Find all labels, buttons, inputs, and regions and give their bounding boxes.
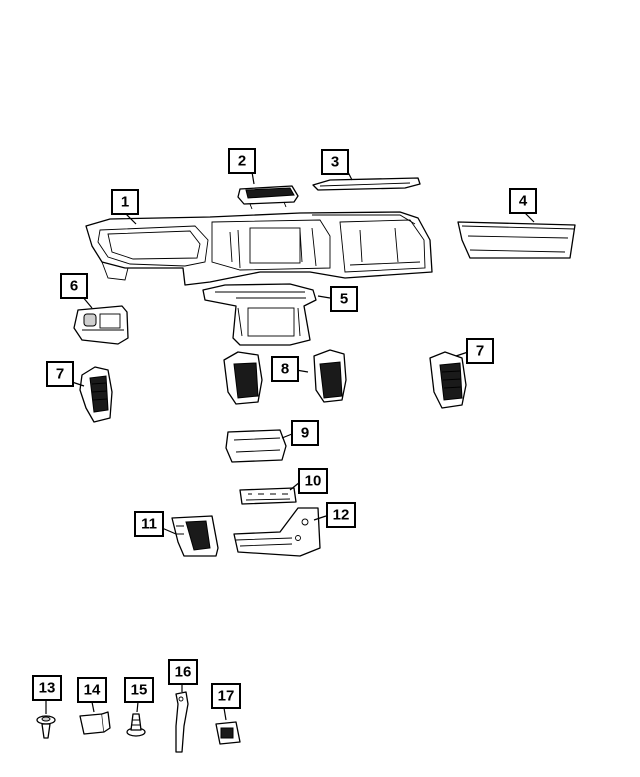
callout-15-label: 15 — [131, 682, 148, 699]
callout-13: 13 — [32, 675, 62, 701]
callout-7-left-label: 7 — [56, 366, 64, 383]
callout-11-label: 11 — [141, 516, 157, 533]
callout-12-label: 12 — [333, 507, 350, 524]
part-13-screw — [36, 715, 56, 739]
callout-17: 17 — [211, 683, 241, 709]
callout-3-label: 3 — [331, 154, 339, 171]
callout-6: 6 — [60, 273, 88, 299]
callout-9: 9 — [291, 420, 319, 446]
callout-1-label: 1 — [121, 194, 129, 211]
part-15-push-pin — [126, 713, 146, 737]
part-17-nut-clip — [215, 721, 241, 745]
callout-2-label: 2 — [238, 153, 246, 170]
part-6-switch-bezel — [73, 305, 129, 345]
callout-5-label: 5 — [340, 291, 348, 308]
callout-12: 12 — [326, 502, 356, 528]
part-16-strap — [175, 691, 189, 753]
callout-13-label: 13 — [39, 680, 56, 697]
callout-8: 8 — [271, 356, 299, 382]
part-7-right-air-vent — [429, 351, 467, 409]
callout-2: 2 — [228, 148, 256, 174]
part-11-lower-bezel — [171, 515, 219, 557]
part-4-glove-box — [457, 221, 576, 259]
callout-3: 3 — [321, 149, 349, 175]
leader-lines — [45, 171, 535, 721]
part-1-instrument-panel — [85, 211, 433, 286]
callout-15: 15 — [124, 677, 154, 703]
callout-1: 1 — [111, 189, 139, 215]
callout-8-label: 8 — [281, 361, 289, 378]
callout-7-left: 7 — [46, 361, 74, 387]
callout-7-right-label: 7 — [476, 343, 484, 360]
callout-7-right: 7 — [466, 338, 494, 364]
callout-14-label: 14 — [84, 682, 101, 699]
part-7-left-air-vent — [79, 366, 113, 423]
part-9-storage-bezel — [225, 429, 287, 463]
part-5-center-stack-bezel — [202, 283, 317, 346]
part-12-lower-center-trim — [233, 507, 321, 557]
callout-4-label: 4 — [519, 193, 528, 210]
part-14-clip — [79, 711, 111, 735]
callout-10-label: 10 — [305, 473, 322, 490]
part-2-defrost-grille — [237, 185, 299, 210]
callout-6-label: 6 — [70, 278, 78, 295]
callout-11: 11 — [134, 511, 164, 537]
callout-17-label: 17 — [218, 688, 235, 705]
callout-16: 16 — [168, 659, 198, 685]
part-8-center-air-vent — [313, 349, 347, 403]
part-3-top-trim-strip — [312, 177, 421, 191]
callout-14: 14 — [77, 677, 107, 703]
center-air-vent-left — [223, 351, 263, 405]
callout-16-label: 16 — [175, 664, 192, 681]
callout-5: 5 — [330, 286, 358, 312]
part-10-climate-control — [239, 487, 297, 505]
callout-4: 4 — [509, 188, 537, 214]
callout-9-label: 9 — [301, 425, 309, 442]
callout-10: 10 — [298, 468, 328, 494]
